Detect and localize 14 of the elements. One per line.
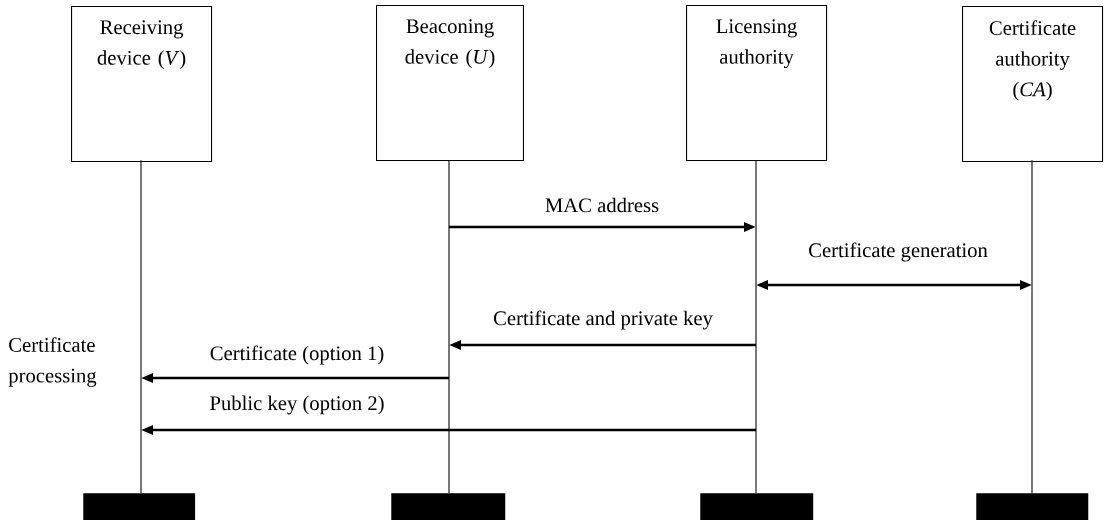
participant-box: Receiving device (V) [71, 6, 213, 162]
edge-label: Public key (option 2) [208, 394, 386, 416]
edge-label: Certificate and private key [491, 309, 715, 331]
edge-label: Certificate (option 1) [208, 344, 386, 366]
note-text: Certificate processing [8, 337, 97, 387]
end-bar [700, 493, 814, 520]
participant-box: Beaconing device (U) [376, 5, 524, 161]
end-bar [83, 493, 196, 520]
participant-box: Certificate authority (CA) [962, 6, 1104, 162]
participant-box: Licensing authority [686, 5, 828, 161]
edge-label: MAC address [543, 196, 661, 214]
end-bar [391, 493, 506, 520]
end-bar [976, 493, 1089, 520]
edge-label: Certificate generation [806, 241, 990, 263]
